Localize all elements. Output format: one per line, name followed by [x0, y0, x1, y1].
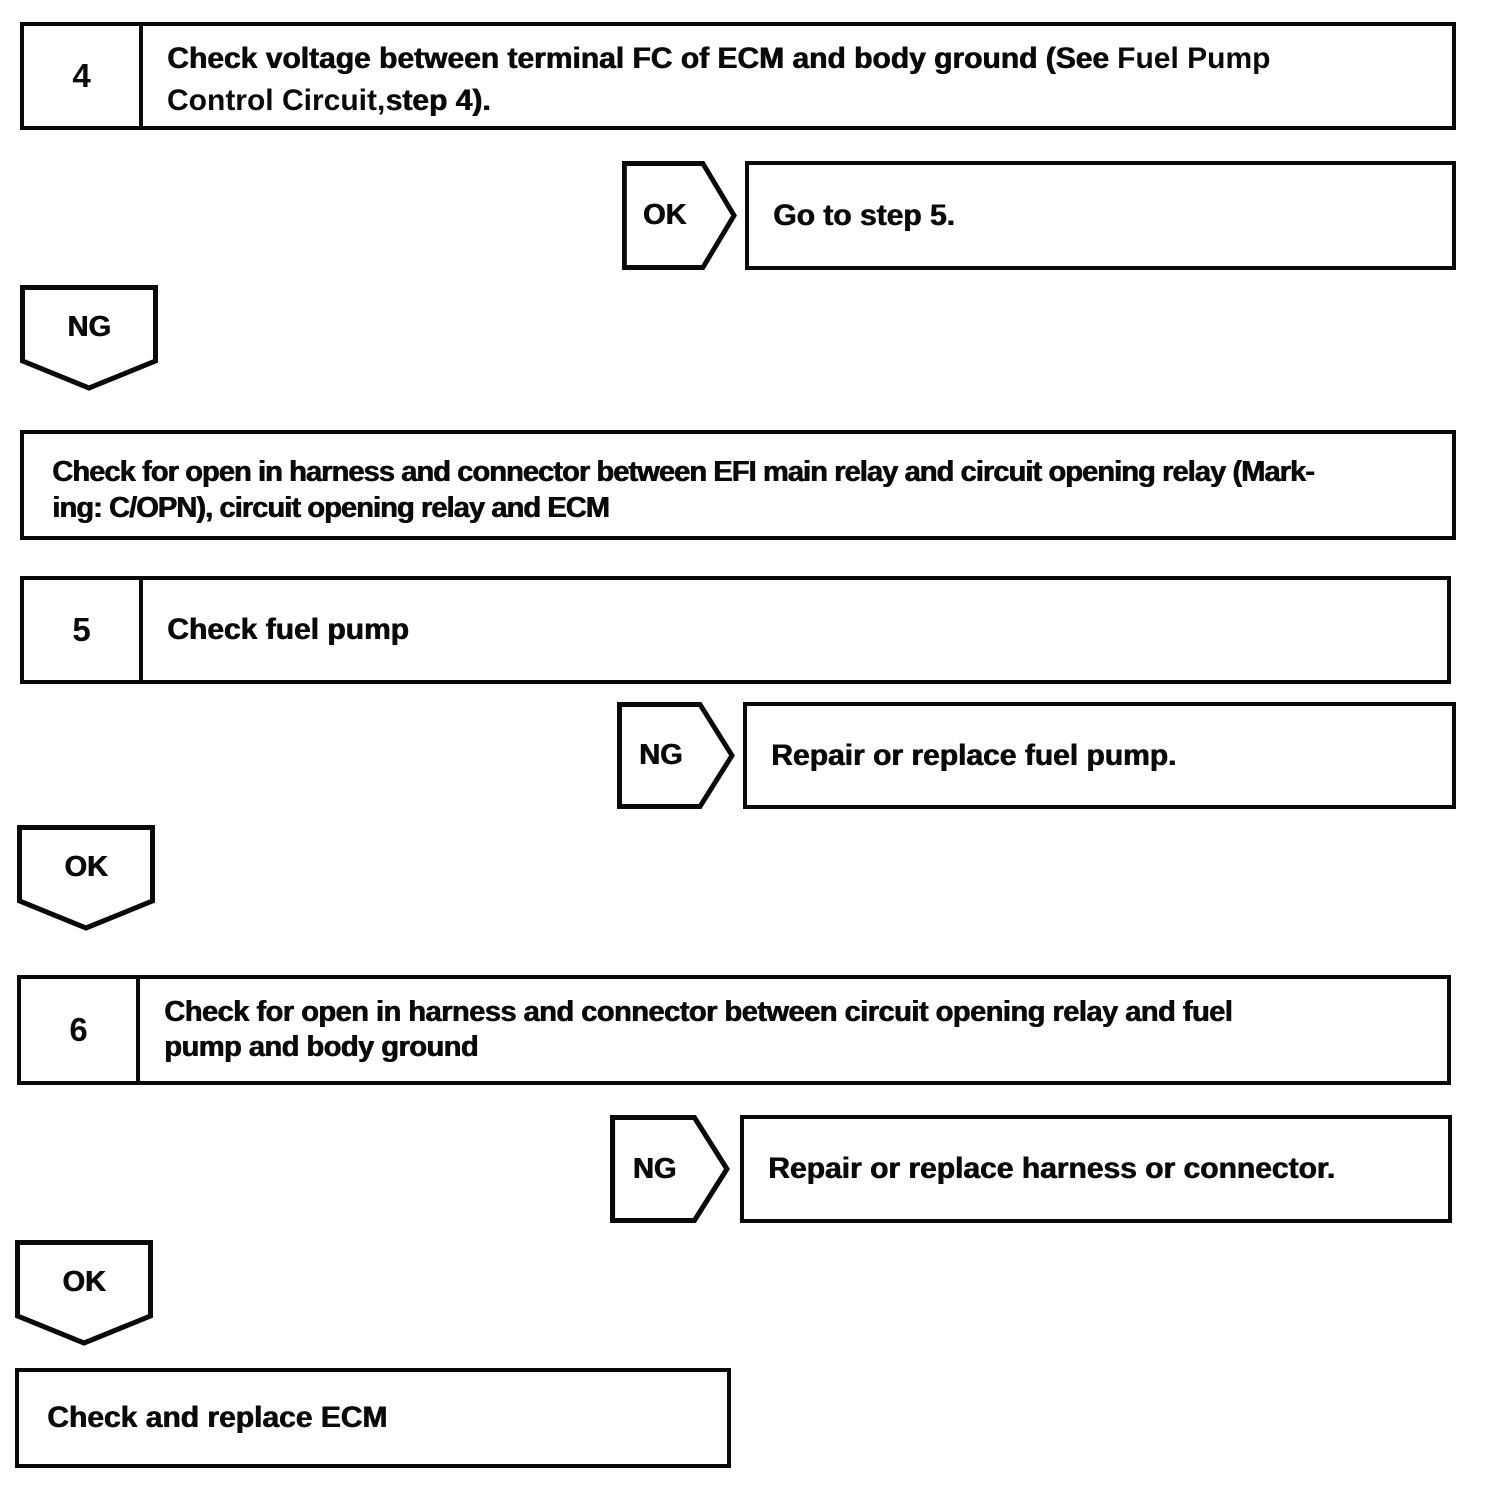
action-box-check-replace-ecm: Check and replace ECM	[15, 1368, 731, 1468]
result-text-repair-fuel-pump: Repair or replace fuel pump.	[771, 738, 1177, 772]
result-text-repair-harness: Repair or replace harness or connector.	[768, 1152, 1335, 1185]
ng-arrow-right-1: NG	[617, 702, 735, 809]
ng-arrow-right-2: NG	[610, 1115, 730, 1223]
ng-label-2: NG	[632, 1152, 677, 1185]
step-4-text: Check voltage between terminal FC of ECM…	[143, 26, 1452, 126]
right-pentagon-shape	[610, 1115, 730, 1223]
step-6-number: 6	[21, 979, 140, 1081]
ok-arrow-down-1: OK	[17, 825, 155, 931]
ok-label-1: OK	[642, 199, 687, 231]
action-1-line-1: Check for open in harness and connector …	[52, 456, 1315, 488]
result-box-repair-fuel-pump: Repair or replace fuel pump.	[743, 702, 1456, 809]
result-box-go-to-step-5: Go to step 5.	[745, 161, 1456, 270]
step-6-box: 6 Check for open in harness and connecto…	[17, 975, 1451, 1085]
action-box-check-open-efi-relay: Check for open in harness and connector …	[20, 430, 1456, 540]
step-5-text: Check fuel pump	[143, 580, 1447, 680]
right-pentagon-shape	[617, 702, 735, 809]
step-6-text: Check for open in harness and connector …	[140, 979, 1447, 1081]
step-5-text-line: Check fuel pump	[167, 613, 409, 646]
ok-arrow-right-1: OK	[622, 161, 737, 270]
action-text-check-replace-ecm: Check and replace ECM	[47, 1401, 388, 1434]
ok-arrow-down-2: OK	[15, 1240, 153, 1346]
result-box-repair-harness: Repair or replace harness or connector.	[740, 1115, 1452, 1223]
step-4-line1-medium: Fuel Pump	[1117, 42, 1271, 75]
right-pentagon-shape	[622, 161, 737, 270]
step-4-line2-heavy: step 4).	[385, 84, 491, 117]
step-5-box: 5 Check fuel pump	[20, 576, 1451, 684]
down-pentagon-shape	[17, 825, 155, 931]
step-6-text-line-1: Check for open in harness and connector …	[164, 996, 1233, 1028]
down-pentagon-shape	[15, 1240, 153, 1346]
ng-label-down-1: NG	[67, 310, 111, 343]
action-1-line-2: ing: C/OPN), circuit opening relay and E…	[52, 492, 610, 524]
step-4-box: 4 Check voltage between terminal FC of E…	[20, 22, 1456, 130]
step-4-line2-medium: Control Circuit,	[167, 84, 386, 117]
step-5-number: 5	[24, 580, 143, 680]
ng-label-1: NG	[638, 739, 683, 771]
step-4-number: 4	[24, 26, 143, 126]
result-text-go-to-step-5: Go to step 5.	[773, 198, 955, 232]
step-6-text-line-2: pump and body ground	[164, 1031, 478, 1063]
ok-label-down-1: OK	[64, 850, 108, 883]
ok-label-down-2: OK	[62, 1265, 106, 1298]
ng-arrow-down-1: NG	[20, 285, 158, 391]
step-4-text-line-2: Control Circuit,step 4).	[167, 80, 1442, 122]
step-4-line1-heavy: Check voltage between terminal FC of ECM…	[167, 42, 1118, 75]
step-4-text-line-1: Check voltage between terminal FC of ECM…	[167, 38, 1442, 80]
down-pentagon-shape	[20, 285, 158, 391]
